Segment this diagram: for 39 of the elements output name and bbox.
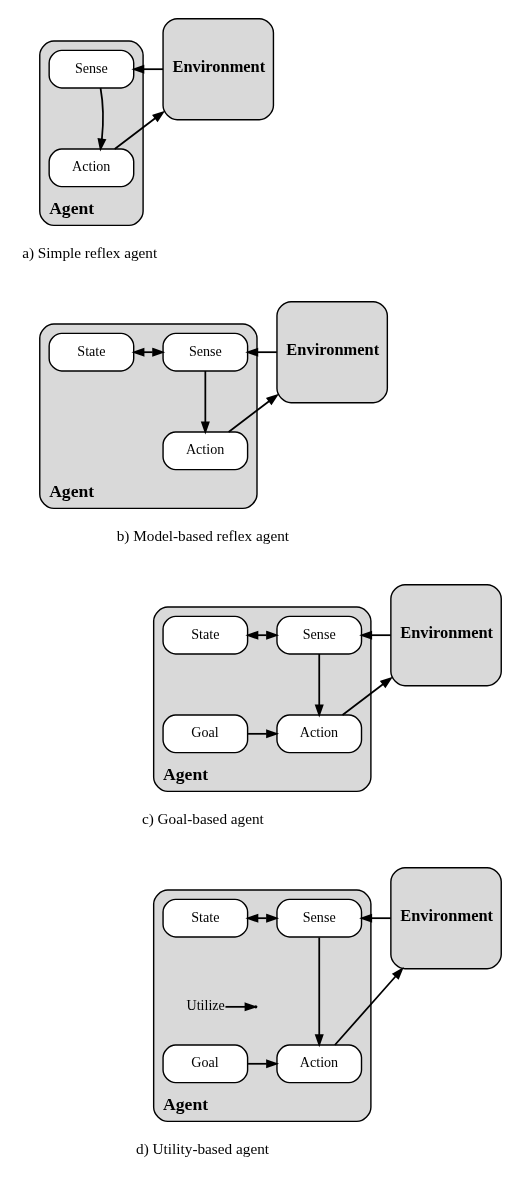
- node-box: State: [162, 898, 249, 938]
- arrow: [359, 913, 392, 923]
- node-box: Action: [48, 148, 135, 188]
- arrow: [245, 347, 278, 357]
- node-box: Environment: [390, 584, 502, 687]
- arrow: [247, 729, 280, 739]
- arrow: [359, 630, 392, 640]
- node-box: State: [162, 615, 249, 655]
- node-box: Sense: [276, 898, 363, 938]
- arrow: [200, 370, 210, 435]
- arrow: [333, 967, 404, 1046]
- node-box: Goal: [162, 714, 249, 754]
- arrow: [245, 630, 280, 640]
- label: d) Utility-based agent: [136, 1139, 270, 1157]
- node-box: Goal: [162, 1044, 249, 1084]
- arrow: [314, 653, 324, 718]
- arrow: [131, 64, 164, 74]
- node-box: Action: [276, 1044, 363, 1084]
- node-box: Sense: [162, 332, 249, 372]
- arrow: [341, 676, 393, 716]
- node-text: Utilize: [186, 997, 225, 1014]
- arrow: [227, 393, 279, 433]
- arrow: [113, 110, 166, 150]
- node-box: Sense: [48, 49, 135, 89]
- label: a) Simple reflex agent: [22, 243, 158, 261]
- node-box: Action: [162, 431, 249, 471]
- node-box: State: [48, 332, 135, 372]
- label: b) Model-based reflex agent: [116, 526, 290, 544]
- arrow: [97, 87, 107, 152]
- arrow: [131, 347, 166, 357]
- node-box: Sense: [276, 615, 363, 655]
- node-box: Action: [276, 714, 363, 754]
- arrow: [245, 913, 280, 923]
- node-box: Environment: [276, 301, 389, 404]
- label: c) Goal-based agent: [141, 809, 264, 827]
- node-box: Environment: [162, 18, 275, 121]
- node-box: Environment: [390, 867, 502, 970]
- arrow: [314, 936, 324, 1048]
- arrow: [247, 1059, 280, 1069]
